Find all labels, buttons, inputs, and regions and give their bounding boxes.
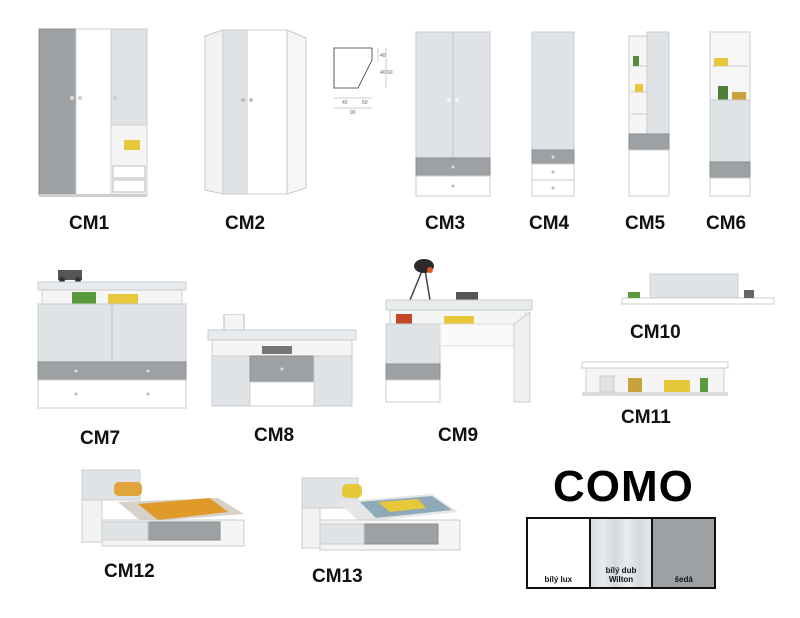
dim-label-2: 40	[380, 70, 386, 76]
product-image-cm4	[531, 31, 575, 197]
product-image-cm13	[301, 477, 461, 551]
product-image-cm3	[415, 31, 491, 197]
product-image-cm6	[709, 31, 751, 197]
product-label-cm6: CM6	[706, 213, 747, 234]
brand-title: COMO	[553, 462, 694, 511]
product-image-cm1	[38, 28, 148, 197]
dim-label-1: 40	[380, 53, 386, 59]
product-image-cm8	[207, 314, 357, 407]
swatch-label-white-oak-wilton: bílý dub Wilton	[605, 566, 637, 584]
product-label-cm10: CM10	[630, 322, 681, 343]
product-image-cm11	[581, 361, 729, 396]
product-image-cm2	[204, 29, 307, 195]
product-label-cm13: CM13	[312, 566, 363, 587]
product-image-cm10	[621, 273, 775, 305]
product-label-cm5: CM5	[625, 213, 666, 234]
product-image-cm5	[628, 31, 670, 197]
dim-label-4: 40	[342, 100, 348, 106]
dim-label-3: 60	[387, 70, 393, 76]
swatch-white-lux: bílý lux	[528, 519, 591, 587]
product-image-cm9	[385, 259, 533, 403]
product-label-cm12: CM12	[104, 561, 155, 582]
product-label-cm2: CM2	[225, 213, 266, 234]
color-swatches: bílý lux bílý dub Wilton šedá	[526, 517, 716, 589]
product-label-cm4: CM4	[529, 213, 570, 234]
product-label-cm7: CM7	[80, 428, 121, 449]
product-label-cm8: CM8	[254, 425, 295, 446]
swatch-white-oak-wilton: bílý dub Wilton	[590, 519, 654, 587]
product-image-cm7	[37, 270, 187, 409]
product-label-cm3: CM3	[425, 213, 466, 234]
swatch-label-grey: šedá	[674, 575, 693, 584]
corner-dimension-diagram: 40 40 60 40 50 90	[333, 47, 393, 116]
dim-label-5: 50	[362, 100, 368, 106]
dim-label-6: 90	[350, 110, 356, 116]
swatch-label-white-lux: bílý lux	[544, 575, 573, 584]
swatch-grey: šedá	[653, 519, 715, 587]
product-label-cm11: CM11	[621, 407, 671, 428]
product-label-cm9: CM9	[438, 425, 479, 446]
product-label-cm1: CM1	[69, 213, 110, 234]
product-image-cm12	[81, 469, 245, 547]
